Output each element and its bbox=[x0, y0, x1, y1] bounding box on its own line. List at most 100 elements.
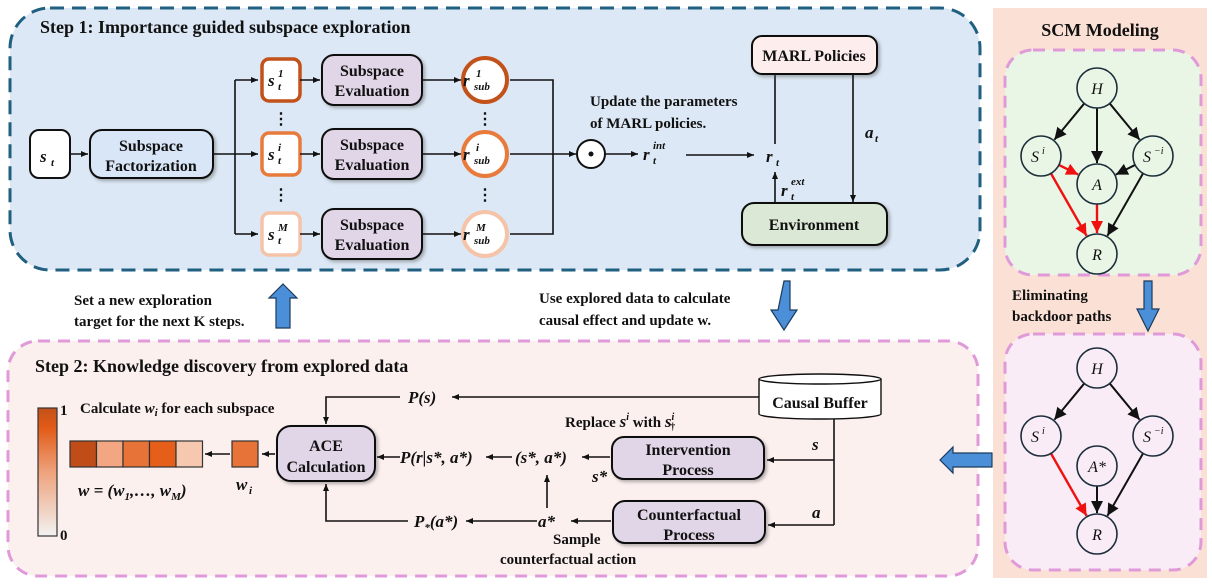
svg-text:−i: −i bbox=[1154, 426, 1164, 437]
svg-text:1: 1 bbox=[476, 68, 482, 80]
pair-label: (s*, a*) bbox=[515, 448, 567, 467]
svg-text:P*(a*): P*(a*) bbox=[413, 512, 458, 534]
environment-label: Environment bbox=[769, 217, 860, 234]
svg-text:R: R bbox=[1091, 527, 1102, 544]
evaluation-label: Subspace bbox=[340, 217, 404, 234]
ace-label-2: Calculation bbox=[286, 459, 365, 476]
sample-note-line-2: counterfactual action bbox=[500, 552, 637, 568]
causal-edge-red bbox=[1049, 172, 1088, 237]
factorization-label-2: Factorization bbox=[105, 158, 197, 175]
svg-text:t: t bbox=[653, 155, 657, 167]
p-a-label: P*(a*) bbox=[413, 512, 458, 534]
subspace-reward-label: r bbox=[463, 145, 470, 164]
svg-text:w: w bbox=[236, 475, 248, 494]
down-arrow-icon bbox=[769, 280, 799, 332]
weight-cell bbox=[69, 440, 98, 468]
environment-box bbox=[741, 202, 888, 246]
svg-text:R: R bbox=[1091, 247, 1102, 264]
up-note-line-2: target for the next K steps. bbox=[74, 314, 245, 330]
scm-node: R bbox=[1076, 513, 1118, 555]
subspace-state-label: s bbox=[267, 145, 275, 164]
down-transition: Use explored data to calculate causal ef… bbox=[539, 280, 799, 332]
svg-text:s: s bbox=[39, 147, 47, 166]
hadamard-product-node bbox=[576, 139, 606, 169]
eliminating-note-line-2: backdoor paths bbox=[1012, 309, 1112, 325]
scm-node: S−i bbox=[1132, 415, 1174, 457]
causal-buffer-label: Causal Buffer bbox=[772, 395, 868, 412]
svg-text:i: i bbox=[1042, 146, 1045, 157]
ellipsis-vertical: ⋮ bbox=[477, 187, 493, 204]
evaluation-label: Evaluation bbox=[335, 83, 410, 100]
svg-text:r: r bbox=[766, 147, 773, 166]
svg-text:−i: −i bbox=[1154, 146, 1164, 157]
a-star-label: a* bbox=[538, 512, 556, 531]
svg-text:t: t bbox=[278, 235, 282, 247]
down-arrow-icon bbox=[1136, 280, 1160, 333]
colorbar-min: 0 bbox=[60, 528, 68, 544]
causal-edge-red bbox=[1049, 452, 1088, 517]
step1-title: Step 1: Importance guided subspace explo… bbox=[40, 17, 411, 37]
svg-text:i: i bbox=[249, 485, 253, 497]
state-input-node: s t bbox=[29, 129, 71, 179]
intervention-label-2: Process bbox=[662, 462, 713, 479]
svg-text:A: A bbox=[1091, 177, 1102, 194]
intervention-process-box bbox=[611, 436, 765, 480]
svg-text:sub: sub bbox=[473, 81, 490, 93]
subspace-state-label: s bbox=[267, 225, 275, 244]
svg-text:H: H bbox=[1090, 81, 1104, 98]
down-note-line-2: causal effect and update w. bbox=[539, 313, 711, 329]
svg-text:t: t bbox=[875, 133, 879, 145]
svg-text:A*: A* bbox=[1087, 459, 1106, 476]
weight-cell bbox=[148, 440, 177, 468]
scm-original-graph bbox=[1003, 48, 1203, 277]
evaluation-label: Subspace bbox=[340, 137, 404, 154]
subspace-reward-node bbox=[461, 130, 509, 178]
weight-cell bbox=[175, 440, 204, 468]
extrinsic-reward-label: r ext t bbox=[781, 176, 805, 203]
p-s-label: P(s) bbox=[407, 388, 436, 407]
ellipsis-vertical: ⋮ bbox=[273, 187, 289, 204]
svg-text:M: M bbox=[475, 222, 487, 234]
svg-text:t: t bbox=[776, 157, 780, 169]
svg-text:S: S bbox=[1031, 149, 1039, 166]
weight-cell bbox=[95, 440, 124, 468]
subspace-reward-label: r bbox=[463, 225, 470, 244]
sample-note-line-1: Sample bbox=[553, 532, 601, 548]
p-r-label: P(r|s*, a*) bbox=[399, 448, 473, 467]
svg-text:t: t bbox=[278, 81, 282, 93]
update-note-line-1: Update the parameters bbox=[590, 94, 738, 110]
counterfactual-label-1: Counterfactual bbox=[637, 507, 742, 524]
a-edge-label: a bbox=[812, 503, 821, 522]
svg-text:a: a bbox=[865, 123, 874, 142]
down-note-line-1: Use explored data to calculate bbox=[539, 291, 731, 307]
svg-text:S: S bbox=[1031, 429, 1039, 446]
evaluation-label: Evaluation bbox=[335, 157, 410, 174]
eliminating-note-line-1: Eliminating bbox=[1012, 288, 1088, 304]
step1-panel: Step 1: Importance guided subspace explo… bbox=[8, 6, 982, 272]
evaluation-label: Evaluation bbox=[335, 237, 410, 254]
intrinsic-reward-label: r int t bbox=[643, 140, 666, 167]
weight-cell bbox=[122, 440, 151, 468]
svg-text:S: S bbox=[1143, 149, 1151, 166]
svg-text:i: i bbox=[278, 142, 282, 154]
svg-text:ext: ext bbox=[791, 176, 805, 188]
ace-label-1: ACE bbox=[309, 438, 343, 455]
causal-edge bbox=[1108, 382, 1141, 421]
up-transition: Set a new exploration target for the nex… bbox=[74, 283, 299, 330]
left-arrow-icon bbox=[939, 445, 993, 475]
causal-edge bbox=[1053, 102, 1086, 141]
svg-text:r: r bbox=[643, 145, 650, 164]
edge-ps-ace bbox=[323, 396, 400, 424]
subspace-reward-node bbox=[461, 210, 509, 258]
up-arrow-icon bbox=[267, 283, 299, 329]
branch-trunk bbox=[213, 80, 236, 234]
svg-text:sub: sub bbox=[473, 235, 490, 247]
scm-node: S−i bbox=[1132, 135, 1174, 177]
action-label: a t bbox=[865, 123, 879, 145]
update-note-line-2: of MARL policies. bbox=[590, 116, 706, 132]
